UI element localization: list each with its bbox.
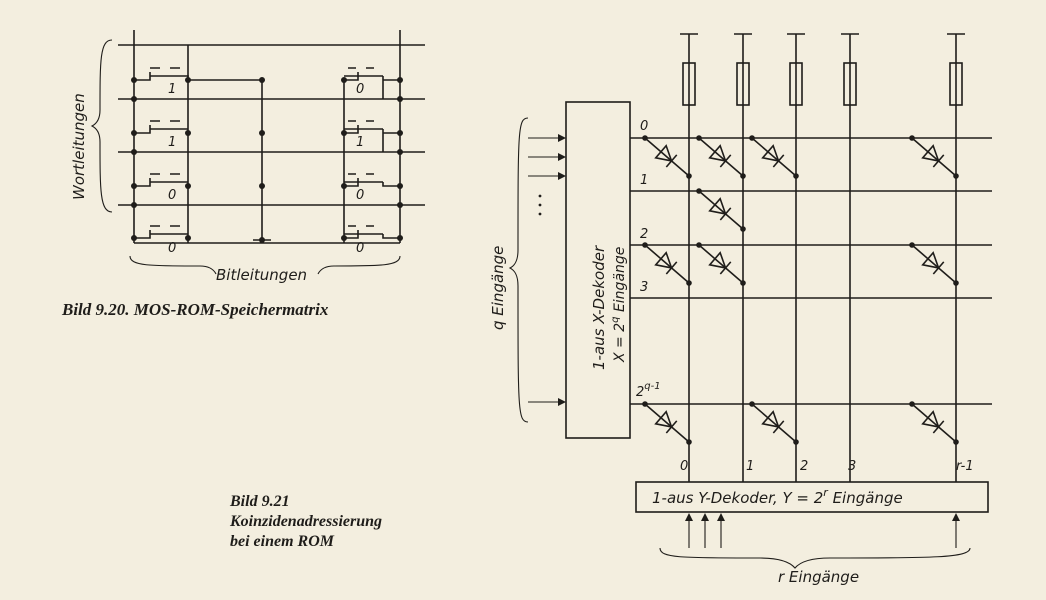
column-lines xyxy=(680,33,965,482)
row-label: 1 xyxy=(640,173,648,188)
diode xyxy=(749,135,799,179)
bit-lines-brace xyxy=(129,255,401,275)
diode xyxy=(749,401,799,445)
r-inputs-label: r Eingänge xyxy=(778,568,859,586)
row-label: 3 xyxy=(640,280,648,295)
diode-matrix xyxy=(642,135,959,445)
y-decoder-label: 1-aus Y-Dekoder, Y = 2r Eingänge xyxy=(652,486,903,507)
cell-row-2: 1 1 xyxy=(134,120,400,152)
svg-text:X = 2q Eingänge: X = 2q Eingänge xyxy=(610,247,628,363)
cell-value: 0 xyxy=(356,188,364,203)
row-label: 2 xyxy=(640,227,648,242)
row-label-last: 2q-1 xyxy=(636,381,661,400)
column-label: 1 xyxy=(746,459,754,474)
fig-9-21-coincidence-addressing: q Eingänge 1-aus X-Dekoder X = 2q Eingän… xyxy=(489,33,992,586)
q-inputs-label: q Eingänge xyxy=(489,246,507,330)
fig-9-21-caption-line: bei einem ROM xyxy=(230,533,334,550)
x-decoder-input-arrows xyxy=(528,134,566,406)
cell-value: 0 xyxy=(356,82,364,97)
y-decoder-label-main: 1-aus Y-Dekoder, Y = 2 xyxy=(652,489,823,507)
column-label: 0 xyxy=(680,459,688,474)
diode xyxy=(909,135,959,179)
column-label: 3 xyxy=(848,459,856,474)
cell-value: 1 xyxy=(168,82,176,97)
x-decoder-title: 1-aus X-Dekoder xyxy=(590,245,608,370)
diode xyxy=(696,188,746,232)
junction-dots xyxy=(131,77,403,243)
row-label: 0 xyxy=(640,119,648,134)
fig-9-21-caption-line: Bild 9.21 xyxy=(230,493,290,510)
x-decoder-box xyxy=(565,101,631,439)
cell-value: 0 xyxy=(168,188,176,203)
y-decoder-label-tail: Eingänge xyxy=(828,489,903,507)
y-decoder-label-exp: r xyxy=(823,486,829,499)
x-decoder-formula-tail: Eingänge xyxy=(612,247,628,317)
cell-row-3: 0 0 xyxy=(134,173,400,203)
q-inputs-brace xyxy=(508,117,529,423)
fig-9-20-mos-rom-matrix: 1 0 1 1 0 0 0 0 xyxy=(70,30,425,284)
bit-lines-label: Bitleitungen xyxy=(216,266,307,284)
row-label-last-base: 2 xyxy=(636,385,644,400)
cell-value: 1 xyxy=(168,135,176,150)
diode xyxy=(909,401,959,445)
column-label: r-1 xyxy=(956,459,974,474)
y-decoder-box xyxy=(635,481,989,513)
y-decoder-input-arrows xyxy=(685,513,960,548)
diode xyxy=(696,135,746,179)
diode xyxy=(642,242,692,286)
column-label: 2 xyxy=(800,459,808,474)
diode xyxy=(696,242,746,286)
fig-9-20-caption: Bild 9.20. MOS-ROM-Speichermatrix xyxy=(62,300,329,319)
x-decoder-formula: X = 2q Eingänge xyxy=(610,247,628,363)
row-label-last-exp: q-1 xyxy=(644,381,660,392)
diode xyxy=(642,401,692,445)
diode xyxy=(642,135,692,179)
cell-value: 0 xyxy=(168,241,176,256)
x-decoder-formula-exp: q xyxy=(610,317,621,323)
fig-9-21-caption: Bild 9.21 Koinzidenadressierung bei eine… xyxy=(230,492,382,552)
cell-row-1: 1 0 xyxy=(134,67,400,99)
fig-9-21-caption-line: Koinzidenadressierung xyxy=(230,513,383,530)
cell-value: 0 xyxy=(356,241,364,256)
word-lines-brace xyxy=(90,39,113,213)
cell-row-4: 0 0 xyxy=(134,225,400,256)
r-inputs-brace xyxy=(659,547,971,569)
diode xyxy=(909,242,959,286)
cell-value: 1 xyxy=(356,135,364,150)
word-lines-label: Wortleitungen xyxy=(70,93,88,200)
x-decoder-formula-base: X = 2 xyxy=(612,323,628,363)
